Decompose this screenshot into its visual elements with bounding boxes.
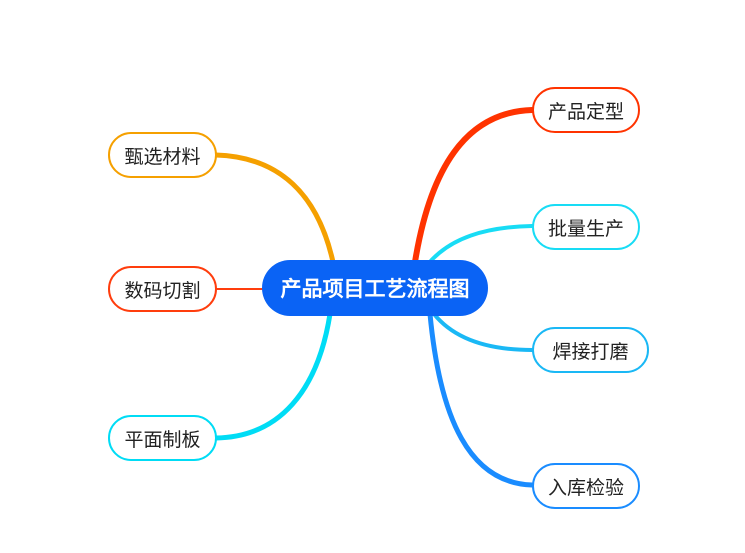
topic-node[interactable]: 入库检验 xyxy=(532,463,640,509)
topic-label: 入库检验 xyxy=(547,476,624,499)
connector-批量生产 xyxy=(426,224,534,266)
topic-node[interactable]: 批量生产 xyxy=(532,204,640,250)
connector-产品定型 xyxy=(412,107,535,265)
topic-label: 甄选材料 xyxy=(124,145,201,168)
topic-node[interactable]: 数码切割 xyxy=(108,266,217,312)
connector-入库检验 xyxy=(427,311,535,488)
topic-node[interactable]: 平面制板 xyxy=(108,415,217,461)
topic-node[interactable]: 甄选材料 xyxy=(108,132,217,178)
topic-label: 平面制板 xyxy=(124,428,201,451)
topic-label: 焊接打磨 xyxy=(552,340,629,363)
central-topic[interactable]: 产品项目工艺流程图 xyxy=(262,260,488,316)
topic-label: 批量生产 xyxy=(547,217,624,240)
connector-焊接打磨 xyxy=(432,312,534,352)
central-topic-label: 产品项目工艺流程图 xyxy=(280,277,470,301)
topic-label: 数码切割 xyxy=(124,279,201,302)
topic-node[interactable]: 产品定型 xyxy=(532,87,640,133)
connector-甄选材料 xyxy=(213,152,336,265)
topic-label: 产品定型 xyxy=(547,100,624,123)
connector-平面制板 xyxy=(213,311,333,441)
topic-node[interactable]: 焊接打磨 xyxy=(532,327,649,373)
